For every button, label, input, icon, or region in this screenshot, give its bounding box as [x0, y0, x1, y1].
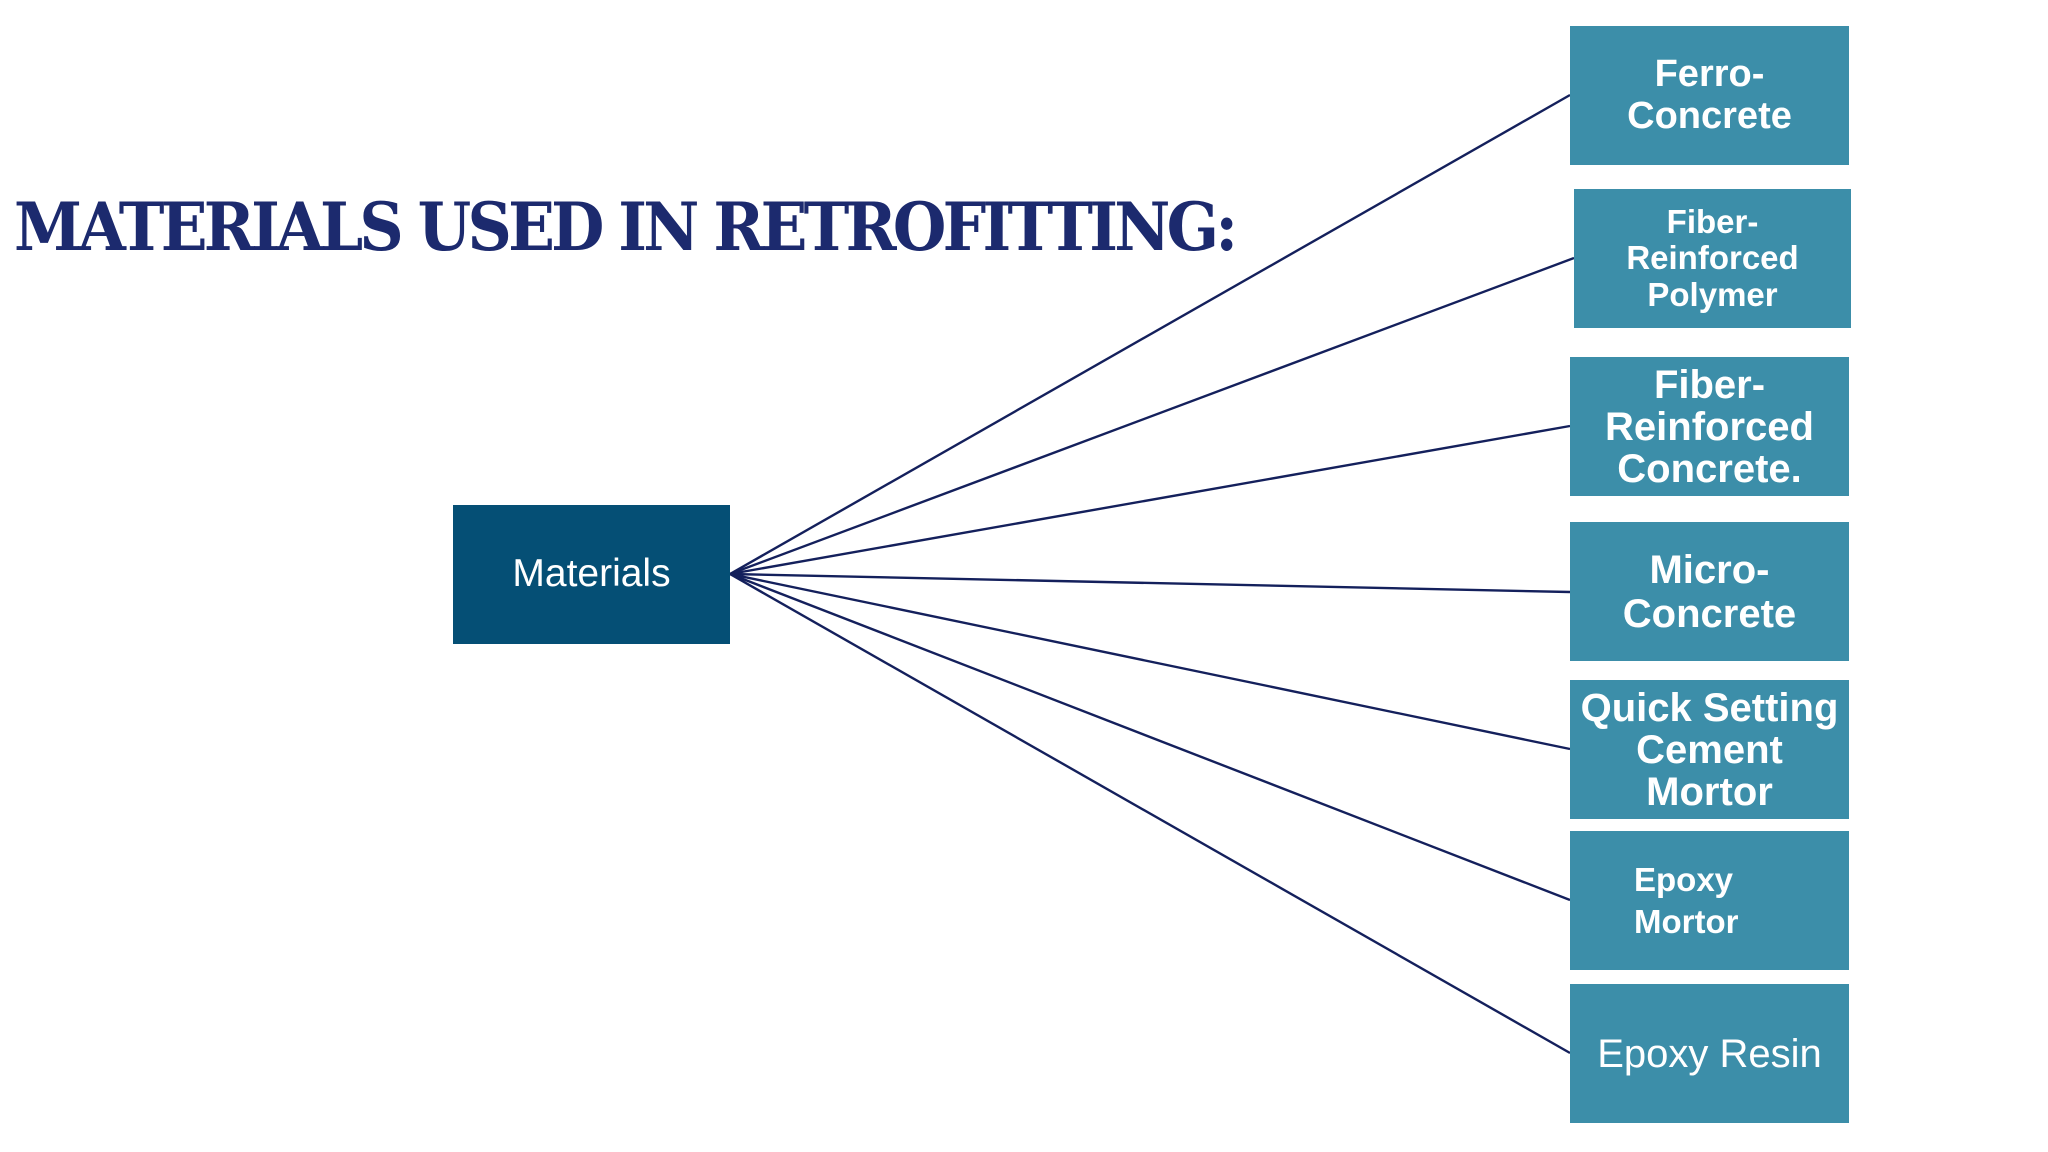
label-line: Mortor — [1646, 769, 1773, 814]
connector-quick-setting-cement-mortor — [729, 572, 1571, 751]
label-line: Micro- — [1649, 547, 1770, 592]
label-line: Mortor — [1634, 902, 1739, 940]
leaf-micro-concrete: Micro-Concrete — [1570, 522, 1849, 661]
materials-root-label: Materials — [512, 552, 671, 596]
label-line: Fiber- — [1666, 203, 1759, 241]
leaf-ferro-concrete-label: Ferro-Concrete — [1627, 52, 1792, 138]
label-line: Fiber- — [1653, 362, 1766, 407]
connector-ferro-concrete — [729, 93, 1571, 576]
connector-micro-concrete — [729, 572, 1571, 594]
label-line: Epoxy — [1634, 861, 1734, 899]
label-line: Cement — [1636, 727, 1783, 772]
connector-fiber-reinforced-concrete — [729, 424, 1571, 576]
label-line: Concrete — [1622, 591, 1797, 636]
leaf-epoxy-resin: Epoxy Resin — [1570, 984, 1849, 1123]
label-line: Reinforced — [1605, 404, 1814, 449]
label-line: Quick Setting — [1580, 685, 1839, 730]
leaf-ferro-concrete: Ferro-Concrete — [1570, 26, 1849, 165]
label-line: Concrete. — [1617, 446, 1802, 491]
connector-epoxy-mortor — [729, 572, 1571, 902]
connector-epoxy-resin — [729, 572, 1571, 1055]
label-line: Concrete — [1627, 94, 1792, 137]
label-line: Reinforced — [1626, 239, 1799, 277]
slide-title: MATERIALS USED IN RETROFITTING: — [14, 188, 1238, 266]
label-line: Epoxy Resin — [1597, 1031, 1822, 1076]
materials-root-box: Materials — [453, 505, 730, 644]
leaf-epoxy-resin-label: Epoxy Resin — [1597, 1032, 1822, 1076]
label-line: Polymer — [1647, 275, 1778, 313]
label-line: Ferro- — [1654, 52, 1765, 95]
leaf-micro-concrete-label: Micro-Concrete — [1623, 548, 1796, 636]
connector-fiber-reinforced-polymer — [729, 256, 1575, 576]
